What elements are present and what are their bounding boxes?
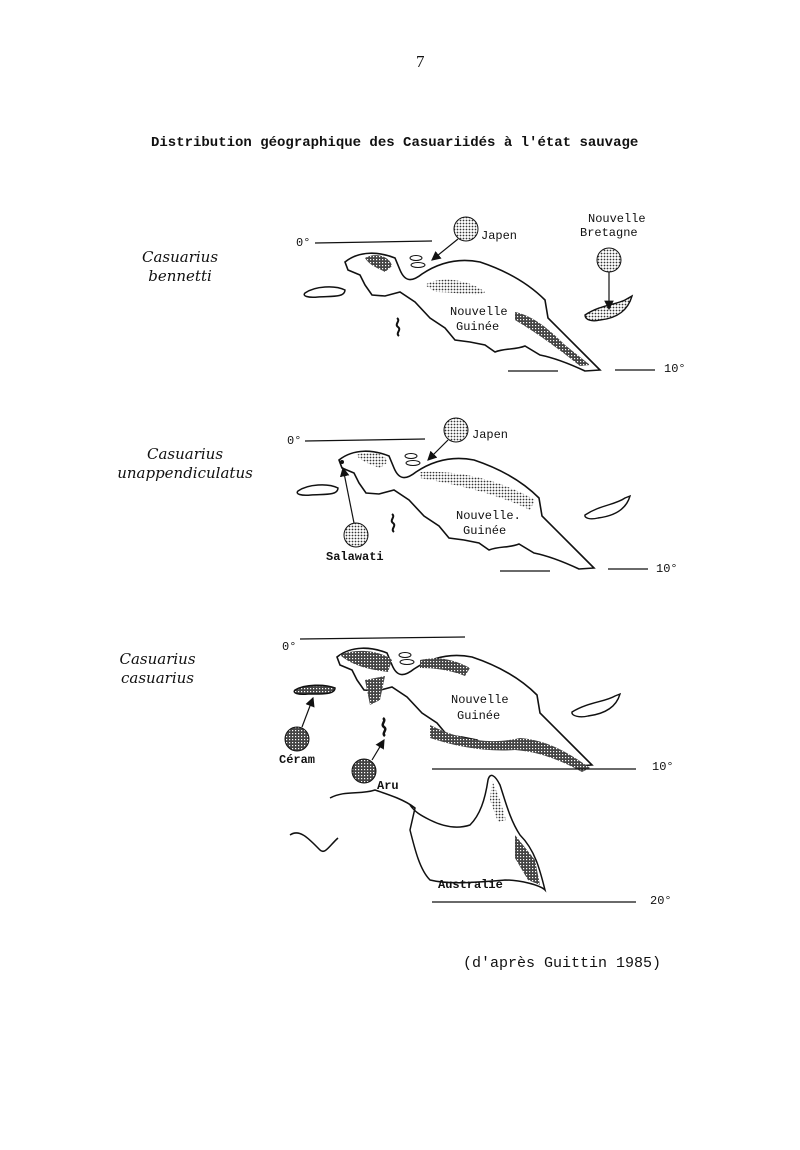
species-genus: Casuarius <box>119 650 196 668</box>
nouvelle-guinee-label-2: Guinée <box>456 320 500 334</box>
latitude-20-label: 20° <box>650 894 672 908</box>
species-epithet: bennetti <box>148 267 212 285</box>
species-label-casuarius: Casuarius casuarius <box>115 650 200 688</box>
nouvelle-guinee-label-2: Guinée <box>463 524 507 538</box>
latitude-10-label: 10° <box>652 760 674 774</box>
latitude-10-label: 10° <box>664 362 686 376</box>
equator-label: 0° <box>282 640 297 654</box>
ceram-label: Céram <box>279 753 316 767</box>
salawati-label: Salawati <box>326 550 384 564</box>
nouvelle-guinee-label-1: Nouvelle <box>451 693 509 707</box>
equator-label: 0° <box>287 434 302 448</box>
equator-label: 0° <box>296 236 311 250</box>
japen-label: Japen <box>481 229 518 243</box>
japen-label: Japen <box>472 428 509 442</box>
page-number: 7 <box>416 52 425 71</box>
aru-label: Aru <box>377 779 399 793</box>
species-label-bennetti: Casuarius bennetti <box>140 248 220 286</box>
species-epithet: casuarius <box>121 669 194 687</box>
source-credit: (d'après Guittin 1985) <box>463 955 662 972</box>
nouvelle-bretagne-label-1: Nouvelle <box>588 212 646 226</box>
map-casuarius <box>284 636 636 903</box>
map-bennetti <box>303 216 655 372</box>
latitude-10-label: 10° <box>656 562 678 576</box>
species-genus: Casuarius <box>146 445 224 463</box>
map-unappendiculatus <box>296 417 648 572</box>
nouvelle-guinee-label-1: Nouvelle <box>450 305 508 319</box>
nouvelle-bretagne-label-2: Bretagne <box>580 226 638 240</box>
species-genus: Casuarius <box>141 248 219 266</box>
page-title: Distribution géographique des Casuariidé… <box>151 135 639 151</box>
australie-label: Australie <box>438 878 503 892</box>
nouvelle-guinee-label-2: Guinée <box>457 709 501 723</box>
species-label-unappendiculatus: Casuarius unappendiculatus <box>100 445 270 483</box>
nouvelle-guinee-label-1: Nouvelle. <box>456 509 521 523</box>
species-epithet: unappendiculatus <box>117 464 253 482</box>
